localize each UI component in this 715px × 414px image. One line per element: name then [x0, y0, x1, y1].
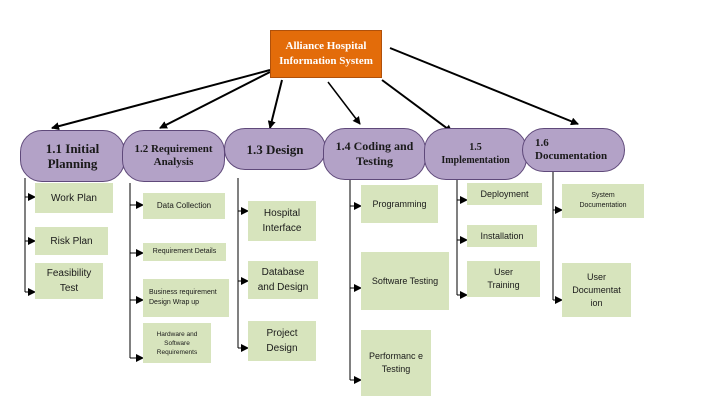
phase-label: 1.6 Documentation	[535, 137, 608, 162]
task-data-collection: Data Collection	[143, 193, 225, 219]
phase-5-connectors	[456, 180, 468, 299]
phase-1-connectors	[24, 178, 36, 296]
phase-node-2: 1.2 Requirement Analysis	[122, 130, 225, 182]
arrow-root-to-phase-3	[267, 79, 283, 129]
task-programming: Programming	[361, 185, 438, 223]
task-performance-testing: Performanc e Testing	[361, 330, 431, 396]
root-node: Alliance Hospital Information System	[270, 30, 382, 78]
phase-node-3: 1.3 Design	[224, 128, 326, 170]
task-system-documentation: System Documentation	[562, 184, 644, 218]
task-risk-plan: Risk Plan	[35, 227, 108, 255]
task-feasibility-test: Feasibility Test	[35, 263, 103, 299]
phase-6-connectors	[552, 172, 563, 304]
phase-label: 1.1 Initial Planning	[45, 141, 100, 171]
task-requirement-details: Requirement Details	[143, 243, 226, 261]
arrow-root-to-phase-1	[51, 69, 271, 131]
phase-2-connectors	[129, 183, 144, 362]
task-hospital-interface: Hospital Interface	[248, 201, 316, 241]
phase-label: 1.3 Design	[246, 141, 304, 157]
arrow-root-to-phase-2	[159, 71, 271, 129]
phase-node-1: 1.1 Initial Planning	[20, 130, 125, 182]
task-work-plan: Work Plan	[35, 183, 113, 213]
task-database-design: Database and Design	[248, 261, 318, 299]
root-label: Alliance Hospital Information System	[279, 40, 373, 67]
phase-label: 1.2 Requirement Analysis	[134, 143, 213, 168]
phase-label: 1.4 Coding and Testing	[335, 139, 414, 168]
arrow-root-to-phase-4	[327, 81, 361, 125]
task-installation: Installation	[467, 225, 537, 247]
task-business-requirement: Business requirement Design Wrap up	[143, 279, 229, 317]
task-user-documentation: User Documentat ion	[562, 263, 631, 317]
arrow-root-to-phase-5	[381, 79, 453, 133]
phase-node-4: 1.4 Coding and Testing	[323, 128, 426, 180]
task-software-testing: Software Testing	[361, 252, 449, 310]
phase-node-5: 1.5 Implementation	[424, 128, 527, 180]
task-user-training: User Training	[467, 261, 540, 297]
task-project-design: Project Design	[248, 321, 316, 361]
arrow-root-to-phase-6	[389, 47, 579, 126]
phase-label: 1.5 Implementation	[441, 142, 510, 166]
root-arrows	[51, 47, 579, 133]
phase-node-6: 1.6 Documentation	[522, 128, 625, 172]
phase-4-connectors	[349, 180, 362, 384]
task-hardware-software: Hardware and Software Requirements	[143, 323, 211, 363]
phase-3-connectors	[237, 178, 249, 352]
task-deployment: Deployment	[467, 183, 542, 205]
